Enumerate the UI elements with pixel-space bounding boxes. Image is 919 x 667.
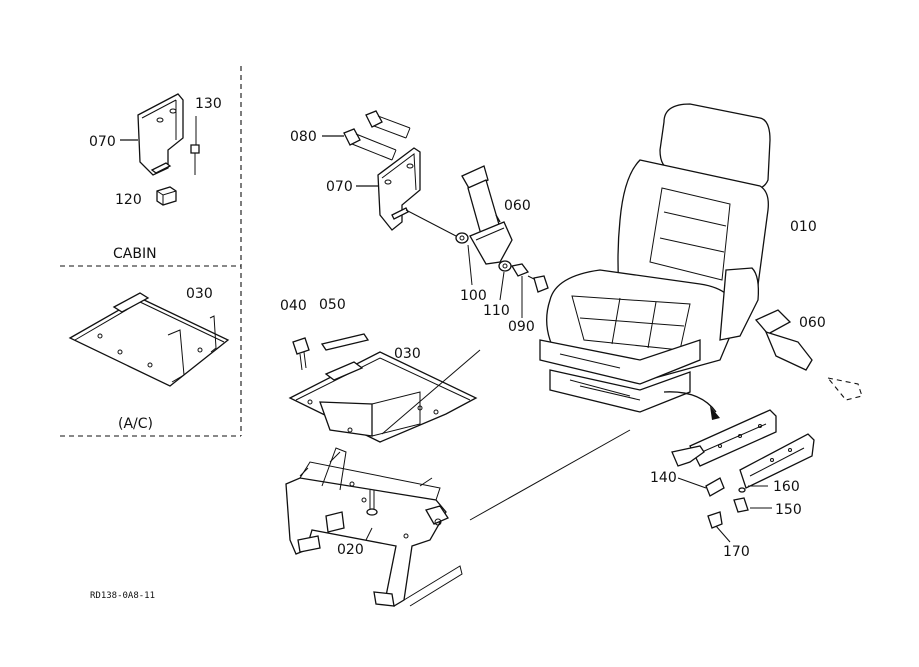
drawing-code: RD138-0A8-11	[90, 591, 155, 601]
label-100: 100	[460, 288, 487, 304]
section-labels: CABIN (A/C)	[113, 246, 157, 432]
direction-arrow-icon	[663, 391, 720, 420]
part-labels: 130 070 120 080 070 060 010 100 110 090 …	[89, 96, 826, 560]
label-040: 040	[280, 298, 307, 314]
spacer-icon	[320, 333, 370, 351]
label-110: 110	[483, 303, 510, 319]
label-130: 130	[195, 96, 222, 112]
bolt-icon	[343, 110, 411, 161]
label-060-belt: 060	[504, 198, 531, 214]
pin-icon	[705, 477, 749, 529]
lever-icon	[671, 445, 705, 467]
ac-mounting-plate-icon	[68, 292, 230, 387]
section-ac-label: (A/C)	[118, 416, 153, 432]
seat-belt-icon	[461, 165, 513, 265]
label-030-mid: 030	[394, 346, 421, 362]
label-090: 090	[508, 319, 535, 335]
mounting-plate-icon	[288, 351, 478, 443]
slide-rail-icon	[689, 409, 815, 489]
label-070-mid: 070	[326, 179, 353, 195]
nut-icon	[510, 263, 530, 277]
seat-belt-icon	[754, 309, 863, 401]
cabin-bracket-icon	[137, 93, 184, 176]
bolt-icon	[190, 116, 200, 175]
label-150: 150	[775, 502, 802, 518]
label-030-top: 030	[186, 286, 213, 302]
washer-icon	[455, 232, 512, 272]
section-dividers	[60, 66, 242, 437]
seat-bracket-icon	[377, 147, 421, 231]
label-120: 120	[115, 192, 142, 208]
label-010: 010	[790, 219, 817, 235]
nut-icon	[156, 186, 177, 206]
bolt-icon	[292, 337, 310, 371]
label-140: 140	[650, 470, 677, 486]
seat-frame-icon	[285, 447, 463, 607]
label-170: 170	[723, 544, 750, 560]
section-cabin-label: CABIN	[113, 246, 157, 262]
seat-icon	[539, 103, 771, 413]
label-050: 050	[319, 297, 346, 313]
label-020: 020	[337, 542, 364, 558]
bolt-icon	[527, 275, 549, 293]
label-080: 080	[290, 129, 317, 145]
label-160: 160	[773, 479, 800, 495]
label-060-right: 060	[799, 315, 826, 331]
label-070-left: 070	[89, 134, 116, 150]
